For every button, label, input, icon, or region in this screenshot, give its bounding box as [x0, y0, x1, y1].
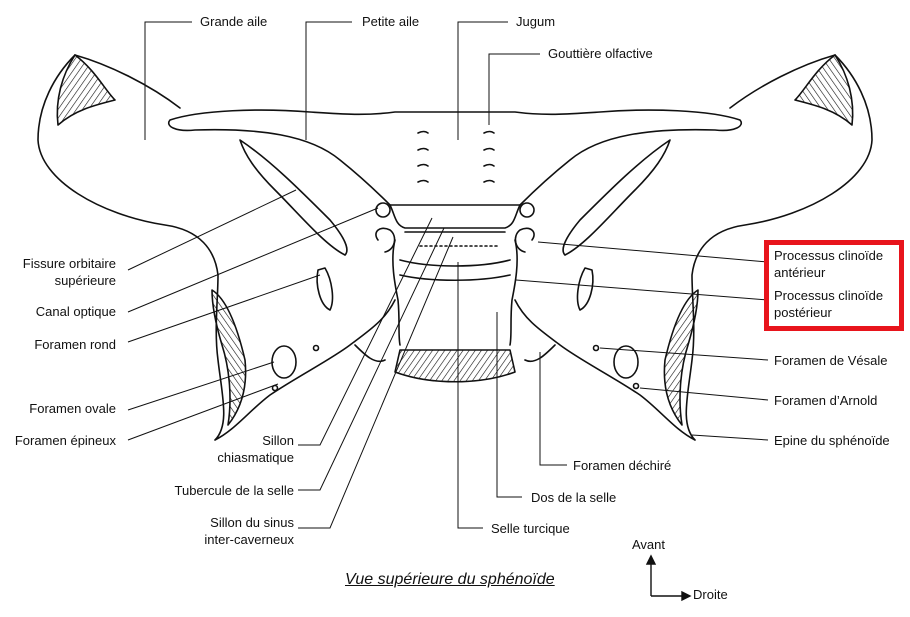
label-dos-selle: Dos de la selle [531, 490, 617, 505]
left-wing-lower-hatch [211, 289, 247, 426]
left-wing-hatched-rim [56, 54, 116, 126]
sella-sides [392, 239, 518, 346]
right-orbital-fissure [562, 139, 671, 256]
left-posterior-clinoid [375, 227, 396, 253]
label-foramen-vesale: Foramen de Vésale [774, 353, 888, 368]
label-sillon-chiasmatique: Sillon chiasmatique [217, 433, 294, 465]
label-processus-anterieur: Processus clinoïde antérieur [774, 248, 884, 280]
right-greater-wing-outline [514, 54, 873, 441]
label-processus-posterieur: Processus clinoïde postérieur [774, 288, 884, 320]
label-foramen-ovale: Foramen ovale [29, 401, 116, 416]
highlight-box [764, 240, 904, 331]
left-anterior-clinoid [375, 202, 391, 218]
dorsum-sellae [399, 274, 511, 282]
orientation-up-label: Avant [632, 537, 666, 552]
label-petite-aile: Petite aile [362, 14, 420, 29]
label-tubercule-selle: Tubercule de la selle [174, 483, 294, 498]
label-canal-optique: Canal optique [35, 304, 116, 319]
right-wing-hatched-rim [794, 54, 854, 126]
left-greater-wing-outline [37, 54, 396, 441]
left-foramen-ovale [271, 345, 297, 379]
label-foramen-epineux: Foramen épineux [14, 433, 116, 448]
right-greater-wing-top [729, 54, 836, 109]
label-sillon-sinus: Sillon du sinus inter-caverneux [204, 515, 294, 547]
sella-floor [399, 259, 511, 267]
lesser-wings-plate [168, 109, 742, 206]
leader-lines [127, 21, 769, 529]
left-greater-wing-top [74, 54, 181, 109]
orientation-arrows [645, 554, 692, 602]
right-anterior-clinoid [519, 202, 535, 218]
clivus-block [394, 349, 516, 383]
label-foramen-dechire: Foramen déchiré [573, 458, 672, 473]
right-posterior-clinoid [514, 227, 535, 253]
label-gouttiere-olfactive: Gouttière olfactive [548, 46, 653, 61]
label-fissure-orbitaire: Fissure orbitaire supérieure [22, 256, 116, 288]
label-grande-aile: Grande aile [200, 14, 268, 29]
label-jugum: Jugum [516, 14, 556, 29]
label-foramen-arnold: Foramen d’Arnold [774, 393, 878, 408]
left-orbital-fissure [239, 139, 348, 256]
label-foramen-rond: Foramen rond [34, 337, 116, 352]
label-selle-turcique: Selle turcique [491, 521, 570, 536]
sella-turcica-outline [389, 204, 521, 229]
orientation-right-label: Droite [693, 587, 728, 602]
figure-caption: Vue supérieure du sphénoïde [345, 571, 555, 588]
right-foramen-ovale [613, 345, 639, 379]
label-epine-sphenoide: Epine du sphénoïde [774, 433, 890, 448]
